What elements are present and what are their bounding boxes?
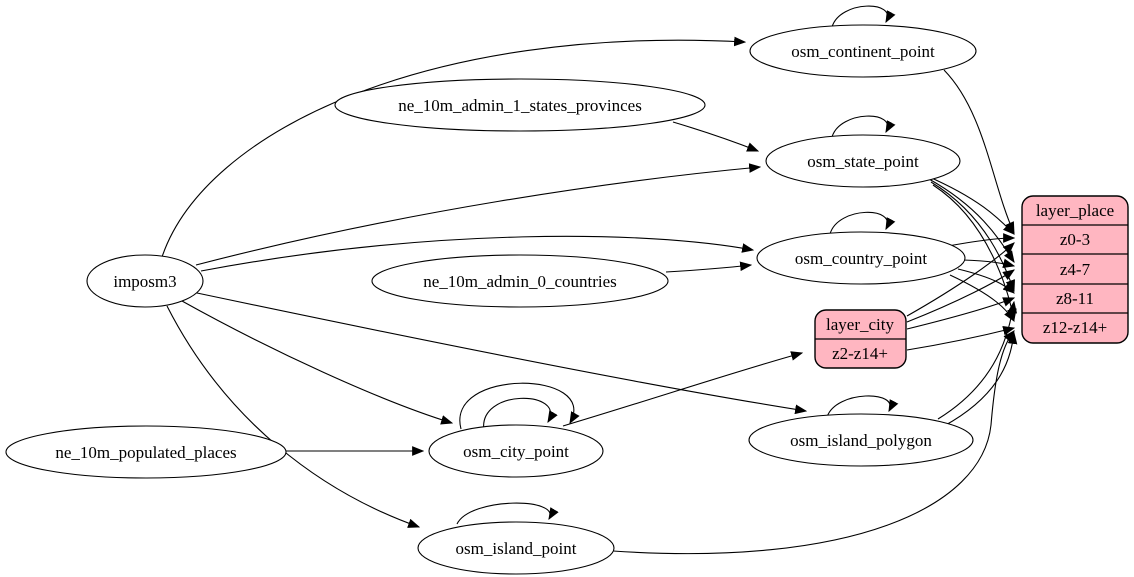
edge-osm_country_point-layer_place-z0_3 (947, 233, 1016, 247)
edge-osm_country_point-layer_place-z4_7 (962, 258, 1016, 269)
edge-imposm3-osm_city_point (181, 300, 454, 425)
edge-layer_city-layer_place-z4_7 (906, 269, 1016, 323)
node-ne_10m_admin_0_countries: ne_10m_admin_0_countries (371, 254, 669, 308)
node-layer_place-shape (1021, 195, 1129, 344)
selfloop-osm_continent_point (831, 5, 896, 28)
node-ne_10m_populated_places: ne_10m_populated_places (5, 425, 287, 479)
edge-layer_city-layer_place-z12_z14 (906, 325, 1016, 351)
selfloop-osm_city_point-inner (483, 397, 558, 432)
selfloop-osm_city_point-outer (459, 382, 580, 430)
node-osm_island_polygon-label: osm_island_polygon (790, 431, 932, 450)
edge-osm_state_point-layer_place-z0_3 (926, 175, 1015, 235)
edge-osm_state_point-layer_place-z8_11 (930, 181, 1015, 293)
node-osm_island_polygon-shape (748, 413, 974, 467)
node-layer_place-title: layer_place (1036, 201, 1114, 220)
edge-osm_country_point-layer_place-z8_11 (957, 268, 1015, 294)
edge-ne_10m_admin_0_countries-osm_country_point (665, 261, 753, 273)
selfloop-osm_island_point (456, 502, 559, 525)
edge-layer_city-layer_place-z0_3 (906, 242, 1015, 317)
node-osm_continent_point-label: osm_continent_point (791, 42, 935, 61)
node-osm_city_point-shape (428, 424, 604, 478)
node-layer_city: layer_city z2-z14+ (814, 309, 907, 369)
node-ne_10m_populated_places-shape (5, 425, 287, 479)
edge-osm_country_point-layer_place-z12_z14 (949, 274, 1015, 323)
node-osm_state_point-label: osm_state_point (807, 152, 919, 171)
edge-imposm3-osm_state_point (195, 163, 762, 266)
node-ne_10m_admin_1_states_provinces: ne_10m_admin_1_states_provinces (334, 78, 706, 132)
edge-osm_continent_point-layer_place-z0_3 (943, 69, 1015, 235)
edge-osm_island_polygon-layer_place-z8_11 (937, 300, 1018, 420)
node-osm_country_point-shape (756, 231, 966, 285)
node-osm_country_point-label: osm_country_point (795, 249, 927, 268)
selfloop-osm_state_point (831, 115, 896, 138)
edge-osm_city_point-layer_city-z2_z14 (562, 351, 804, 427)
edge-layer_city-layer_place-z8_11 (906, 297, 1016, 330)
node-ne_10m_populated_places-label: ne_10m_populated_places (55, 443, 236, 462)
edge-osm_island_point-layer_place-z12_z14 (612, 330, 1015, 555)
node-osm_continent_point: osm_continent_point (749, 24, 977, 78)
node-ne_10m_admin_1_states_provinces-shape (334, 78, 706, 132)
layer_place-cell-z12_z14: z12-z14+ (1043, 318, 1107, 337)
node-osm_city_point-label: osm_city_point (463, 442, 569, 461)
edge-ne_10m_admin_1_states_provinces-osm_state_point (672, 121, 760, 152)
edge-imposm3-osm_country_point (200, 235, 755, 272)
node-layer_city-title: layer_city (826, 315, 894, 334)
layer_place-cell-z0_3: z0-3 (1060, 230, 1090, 249)
node-osm_continent_point-shape (749, 24, 977, 78)
node-osm_island_point-label: osm_island_point (456, 539, 577, 558)
edge-imposm3-osm_island_polygon (196, 292, 808, 415)
node-imposm3-shape (86, 254, 204, 308)
node-osm_island_point: osm_island_point (417, 521, 615, 575)
layer_place-cell-z8_11: z8-11 (1056, 289, 1094, 308)
node-ne_10m_admin_1_states_provinces-label: ne_10m_admin_1_states_provinces (398, 96, 642, 115)
node-layer_place: layer_place z0-3 z4-7 z8-11 z12-z14+ (1021, 195, 1129, 344)
layer_place-cell-z4_7: z4-7 (1060, 260, 1091, 279)
node-osm_city_point: osm_city_point (428, 424, 604, 478)
edge-imposm3-osm_island_point (166, 305, 421, 528)
node-osm_state_point-shape (765, 134, 961, 188)
node-imposm3: imposm3 (86, 254, 204, 308)
layer_city-cell-z2_14: z2-z14+ (832, 344, 888, 363)
node-ne_10m_admin_0_countries-shape (371, 254, 669, 308)
node-imposm3-label: imposm3 (113, 272, 176, 291)
selfloop-osm_island_polygon (826, 395, 899, 418)
node-osm_island_point-shape (417, 521, 615, 575)
edge-imposm3-osm_continent_point (161, 36, 747, 258)
node-osm_country_point: osm_country_point (756, 231, 966, 285)
node-osm_state_point: osm_state_point (765, 134, 961, 188)
node-ne_10m_admin_0_countries-label: ne_10m_admin_0_countries (423, 272, 617, 291)
edge-osm_island_polygon-layer_place-z12_z14 (943, 331, 1018, 427)
selfloop-osm_country_point (829, 211, 896, 235)
node-osm_island_polygon: osm_island_polygon (748, 413, 974, 467)
edge-osm_state_point-layer_place-z4_7 (928, 178, 1015, 264)
